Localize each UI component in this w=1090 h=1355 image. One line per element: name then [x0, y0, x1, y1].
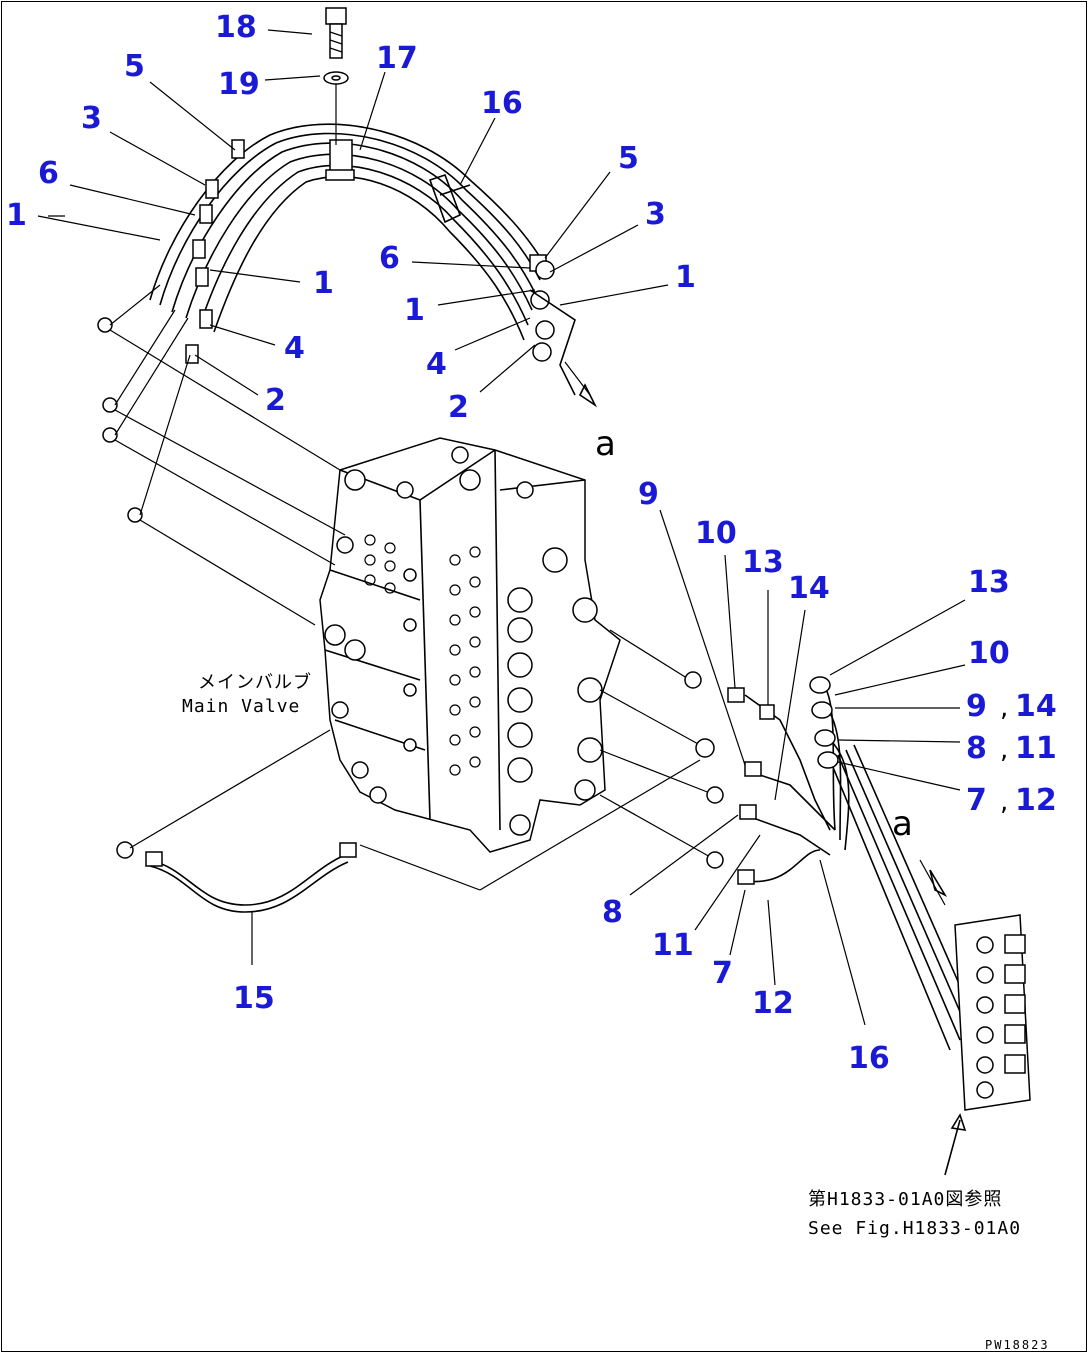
- ppc-ports: [976, 934, 1026, 1099]
- callout-9-right: 9: [966, 689, 987, 724]
- callout-10-right: 10: [968, 636, 1010, 671]
- leader-lines: [37, 29, 966, 1026]
- callout-11: 11: [652, 928, 694, 963]
- callout-13-right: 13: [968, 565, 1010, 600]
- callout-13: 13: [742, 545, 784, 580]
- callout-4-right: 4: [426, 347, 447, 382]
- callout-9: 9: [638, 477, 659, 512]
- callout-17: 17: [376, 41, 418, 76]
- top-hose-bundle: [149, 123, 598, 408]
- right-hose-group: [727, 676, 976, 1051]
- svg-text:,: ,: [1000, 693, 1008, 723]
- callout-12-right: 12: [1015, 783, 1057, 818]
- callout-5-left: 5: [124, 49, 145, 84]
- hose-15: [116, 729, 701, 913]
- callout-4-left: 4: [284, 331, 305, 366]
- pilot-lines-left: [97, 284, 346, 626]
- pilot-lines-right: [599, 629, 724, 869]
- see-figure-note-jp: 第H1833-01A0図参照: [808, 1189, 1002, 1210]
- main-valve: [319, 437, 621, 853]
- callout-7: 7: [712, 956, 733, 991]
- callout-6-left: 6: [38, 156, 59, 191]
- see-figure-note-en: See Fig.H1833-01A0: [808, 1218, 1021, 1239]
- callout-2-left: 2: [265, 383, 286, 418]
- callout-14: 14: [788, 571, 830, 606]
- callout-16-bottom: 16: [848, 1041, 890, 1076]
- callout-15: 15: [233, 981, 275, 1016]
- view-marker-a-right: a: [892, 804, 913, 844]
- svg-text:,: ,: [1000, 787, 1008, 817]
- callout-1-right-a: 1: [675, 260, 696, 295]
- svg-text:,: ,: [1000, 735, 1008, 765]
- callout-labels: 18 19 17 16 5 3 6 1 1 4 2 5 3 6 1 1 4 2 …: [6, 10, 1057, 1076]
- callout-1-right-b: 1: [404, 293, 425, 328]
- main-valve-label-en: Main Valve: [182, 696, 300, 717]
- callout-3-right: 3: [645, 197, 666, 232]
- washer-19: [323, 71, 349, 145]
- callout-1-left-a: 1: [6, 198, 27, 233]
- bolt-18: [325, 7, 347, 59]
- callout-19: 19: [218, 67, 260, 102]
- callout-14-right: 14: [1015, 689, 1057, 724]
- callout-11-right: 11: [1015, 731, 1057, 766]
- main-valve-label-jp: メインバルブ: [198, 671, 312, 693]
- view-marker-a-top: a: [595, 424, 616, 464]
- callout-10: 10: [695, 516, 737, 551]
- callout-18: 18: [215, 10, 257, 45]
- callout-7-right: 7: [966, 783, 987, 818]
- callout-3-left: 3: [81, 101, 102, 136]
- ppc-valve-block: [919, 859, 1031, 1176]
- callout-5-right: 5: [618, 141, 639, 176]
- callout-8-right: 8: [966, 731, 987, 766]
- callout-8: 8: [602, 895, 623, 930]
- callout-16-top: 16: [481, 86, 523, 121]
- callout-12: 12: [752, 986, 794, 1021]
- valve-ports: [324, 446, 603, 836]
- callout-2-right: 2: [448, 390, 469, 425]
- callout-6-right: 6: [379, 241, 400, 276]
- callout-1-left-b: 1: [313, 266, 334, 301]
- figure-code: PW18823: [985, 1338, 1050, 1352]
